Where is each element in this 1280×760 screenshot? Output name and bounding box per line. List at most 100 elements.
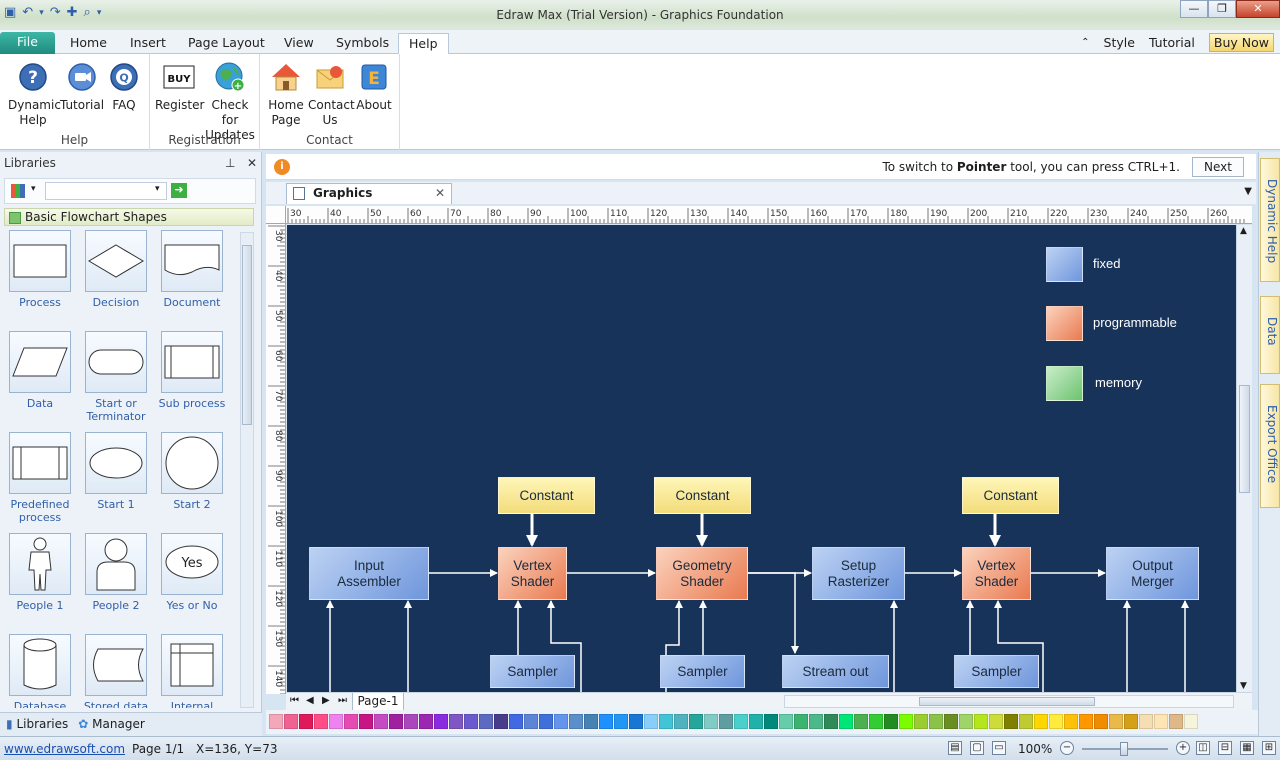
library-menu-dropdown-icon[interactable]: ▾: [31, 184, 36, 194]
palette-swatch[interactable]: [509, 714, 523, 729]
prev-page-icon[interactable]: ◀: [306, 695, 314, 706]
palette-swatch[interactable]: [1124, 714, 1138, 729]
palette-swatch[interactable]: [974, 714, 988, 729]
library-category-basic-flowchart[interactable]: Basic Flowchart Shapes: [4, 208, 254, 226]
search-dropdown-icon[interactable]: ▾: [155, 184, 160, 194]
print-preview-icon[interactable]: ⌕: [83, 5, 91, 20]
node-sampler-1[interactable]: Sampler: [490, 655, 575, 688]
node-stream-out[interactable]: Stream out: [782, 655, 889, 688]
palette-swatch[interactable]: [1064, 714, 1078, 729]
canvas-horizontal-scrollbar[interactable]: [784, 695, 1234, 708]
close-button[interactable]: ✕: [1236, 0, 1280, 18]
palette-swatch[interactable]: [1109, 714, 1123, 729]
fit-width-icon[interactable]: ⊟: [1218, 741, 1232, 755]
view-page-icon[interactable]: ▢: [970, 741, 984, 755]
palette-swatch[interactable]: [1034, 714, 1048, 729]
palette-swatch[interactable]: [614, 714, 628, 729]
palette-swatch[interactable]: [1019, 714, 1033, 729]
view-normal-icon[interactable]: ▤: [948, 741, 962, 755]
palette-swatch[interactable]: [464, 714, 478, 729]
tab-manager[interactable]: ✿ Manager: [78, 717, 145, 731]
palette-swatch[interactable]: [914, 714, 928, 729]
canvas-vertical-scrollbar[interactable]: ▲ ▼: [1236, 225, 1252, 692]
palette-swatch[interactable]: [989, 714, 1003, 729]
tab-help[interactable]: Help: [398, 33, 449, 54]
constant-box-2[interactable]: Constant: [654, 477, 751, 514]
page-tab-page-1[interactable]: Page-1: [352, 693, 404, 711]
palette-swatch[interactable]: [854, 714, 868, 729]
drawing-canvas[interactable]: fixed programmable memory: [287, 225, 1236, 692]
zoom-out-icon[interactable]: −: [1060, 741, 1074, 755]
first-page-icon[interactable]: ⏮: [290, 695, 299, 706]
side-tab-export-office[interactable]: Export Office: [1260, 384, 1280, 508]
legend-swatch-fixed[interactable]: [1046, 247, 1083, 282]
last-page-icon[interactable]: ⏭: [338, 695, 347, 706]
register-button[interactable]: BUY Register: [155, 60, 204, 113]
palette-swatch[interactable]: [479, 714, 493, 729]
node-input-assembler[interactable]: Input Assembler: [309, 547, 429, 600]
go-arrow-icon[interactable]: ➜: [171, 183, 187, 198]
shape-predefined-process[interactable]: Predefined process: [4, 432, 76, 524]
shape-document[interactable]: Document: [156, 230, 228, 309]
palette-swatch[interactable]: [269, 714, 283, 729]
palette-swatch[interactable]: [1184, 714, 1198, 729]
shape-start-or-terminator[interactable]: Start or Terminator: [80, 331, 152, 423]
palette-swatch[interactable]: [959, 714, 973, 729]
palette-swatch[interactable]: [1049, 714, 1063, 729]
palette-swatch[interactable]: [839, 714, 853, 729]
palette-swatch[interactable]: [1079, 714, 1093, 729]
contact-us-button[interactable]: Contact Us: [308, 60, 355, 128]
fit-page-icon[interactable]: ◫: [1196, 741, 1210, 755]
palette-swatch[interactable]: [704, 714, 718, 729]
palette-swatch[interactable]: [374, 714, 388, 729]
new-icon[interactable]: ✚: [66, 5, 78, 20]
palette-swatch[interactable]: [539, 714, 553, 729]
tab-libraries[interactable]: ▮ Libraries: [6, 717, 69, 731]
side-tab-data[interactable]: Data: [1260, 296, 1280, 374]
scroll-up-icon[interactable]: ▲: [1240, 226, 1247, 236]
palette-swatch[interactable]: [779, 714, 793, 729]
shape-database[interactable]: Database: [4, 634, 76, 708]
node-vertex-shader-1[interactable]: Vertex Shader: [498, 547, 567, 600]
palette-swatch[interactable]: [434, 714, 448, 729]
zoom-in-icon[interactable]: +: [1176, 741, 1190, 755]
node-output-merger[interactable]: Output Merger: [1106, 547, 1199, 600]
palette-swatch[interactable]: [584, 714, 598, 729]
shape-start-2[interactable]: Start 2: [156, 432, 228, 511]
palette-swatch[interactable]: [794, 714, 808, 729]
dynamic-help-button[interactable]: ? Dynamic Help: [8, 60, 61, 128]
style-menu[interactable]: Style: [1103, 35, 1135, 50]
close-libraries-icon[interactable]: ✕: [246, 156, 257, 170]
library-search-input[interactable]: [45, 182, 167, 200]
save-icon[interactable]: ▣: [4, 5, 17, 20]
collapse-ribbon-icon[interactable]: ⌃: [1081, 37, 1090, 48]
palette-swatch[interactable]: [884, 714, 898, 729]
snap-icon[interactable]: ⊞: [1262, 741, 1276, 755]
document-tab-graphics-foundation[interactable]: Graphics Foundation ✕: [286, 183, 452, 219]
zoom-slider-thumb[interactable]: [1120, 742, 1128, 756]
grid-icon[interactable]: ▦: [1240, 741, 1254, 755]
constant-box-1[interactable]: Constant: [498, 477, 595, 514]
palette-swatch[interactable]: [629, 714, 643, 729]
library-scroll-thumb[interactable]: [242, 245, 252, 425]
side-tab-dynamic-help[interactable]: Dynamic Help: [1260, 158, 1280, 282]
shape-people-2[interactable]: People 2: [80, 533, 152, 612]
palette-swatch[interactable]: [644, 714, 658, 729]
palette-swatch[interactable]: [764, 714, 778, 729]
palette-swatch[interactable]: [1004, 714, 1018, 729]
shape-start-1[interactable]: Start 1: [80, 432, 152, 511]
undo-icon[interactable]: ↶: [22, 5, 34, 20]
palette-swatch[interactable]: [674, 714, 688, 729]
legend-swatch-memory[interactable]: [1046, 366, 1083, 401]
palette-swatch[interactable]: [494, 714, 508, 729]
website-link[interactable]: www.edrawsoft.com: [4, 742, 126, 756]
shape-process[interactable]: Process: [4, 230, 76, 309]
shape-yes-or-no[interactable]: Yes Yes or No: [156, 533, 228, 612]
view-fullscreen-icon[interactable]: ▭: [992, 741, 1006, 755]
palette-swatch[interactable]: [749, 714, 763, 729]
shape-decision[interactable]: Decision: [80, 230, 152, 309]
node-sampler-2[interactable]: Sampler: [660, 655, 745, 688]
home-page-button[interactable]: Home Page: [266, 60, 306, 128]
palette-swatch[interactable]: [359, 714, 373, 729]
palette-swatch[interactable]: [824, 714, 838, 729]
